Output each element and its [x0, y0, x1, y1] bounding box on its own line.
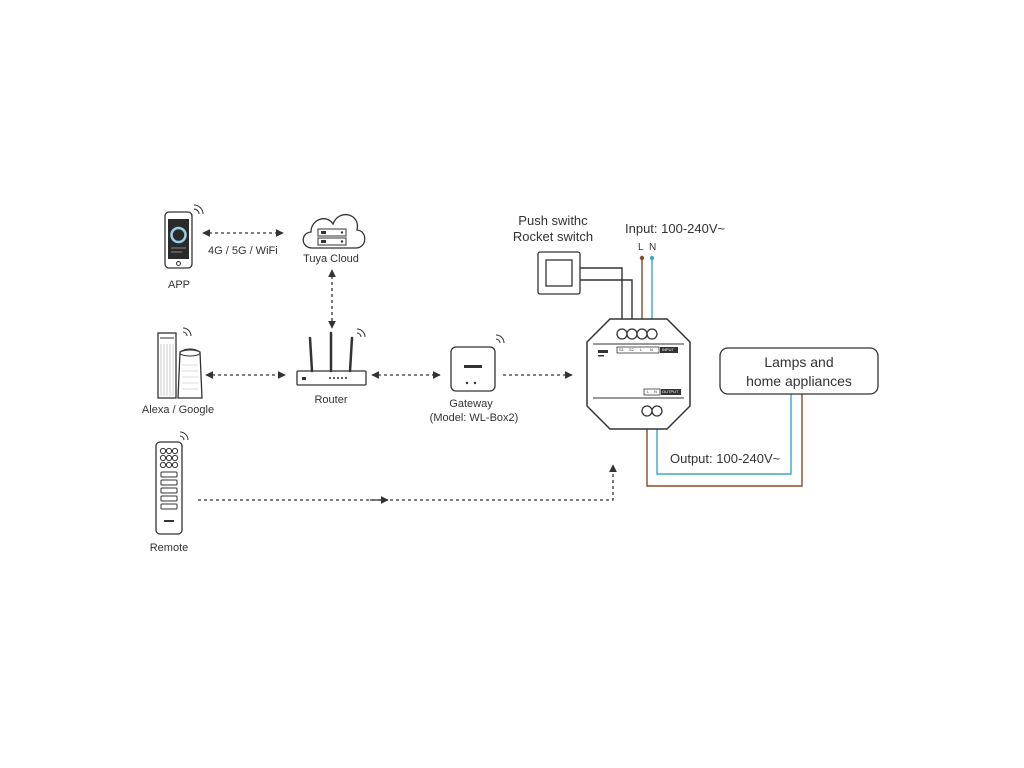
alexa-label: Alexa / Google: [141, 404, 215, 416]
cloud-icon: [302, 214, 366, 249]
smart-speaker-icon: [157, 327, 203, 399]
gateway-icon: [450, 334, 505, 392]
lamps-label: Lamps and home appliances: [746, 354, 852, 389]
output-terminal-l: L: [647, 389, 650, 394]
input-terminal-n: N: [649, 242, 657, 253]
input-terminal-l: L: [638, 242, 644, 253]
cloud-label: Tuya Cloud: [303, 253, 359, 265]
terminal-n: N: [650, 347, 653, 352]
controller-module-icon: [586, 318, 691, 430]
remote-icon: [155, 431, 189, 535]
smartphone-icon: [164, 204, 204, 269]
dashed-links: [198, 229, 617, 504]
gateway-model-label: (Model: WL-Box2): [429, 412, 519, 424]
lamps-box: [719, 347, 879, 395]
input-voltage-label: Input: 100-240V~: [625, 221, 726, 236]
connection-label: 4G / 5G / WiFi: [208, 245, 278, 257]
output-tag: OUTPUT: [662, 389, 679, 394]
router-label: Router: [314, 394, 348, 406]
output-voltage-label: Output: 100-240V~: [670, 451, 781, 466]
output-terminal-n: N: [654, 389, 657, 394]
terminal-s1: S1: [619, 347, 624, 352]
wiring: [580, 259, 803, 487]
switch-label: Push swithc Rocket switch: [512, 213, 594, 244]
wall-switch-icon: [537, 251, 581, 295]
terminal-s2: S2: [629, 347, 634, 352]
remote-label: Remote: [149, 542, 189, 554]
router-icon: [296, 328, 367, 386]
gateway-label: Gateway: [449, 398, 493, 410]
input-terminal-dots: [639, 255, 655, 261]
link-remote-controller: [198, 464, 617, 501]
input-tag: INPUT: [662, 347, 674, 352]
terminal-l: L: [640, 347, 643, 352]
app-label: APP: [167, 279, 191, 291]
